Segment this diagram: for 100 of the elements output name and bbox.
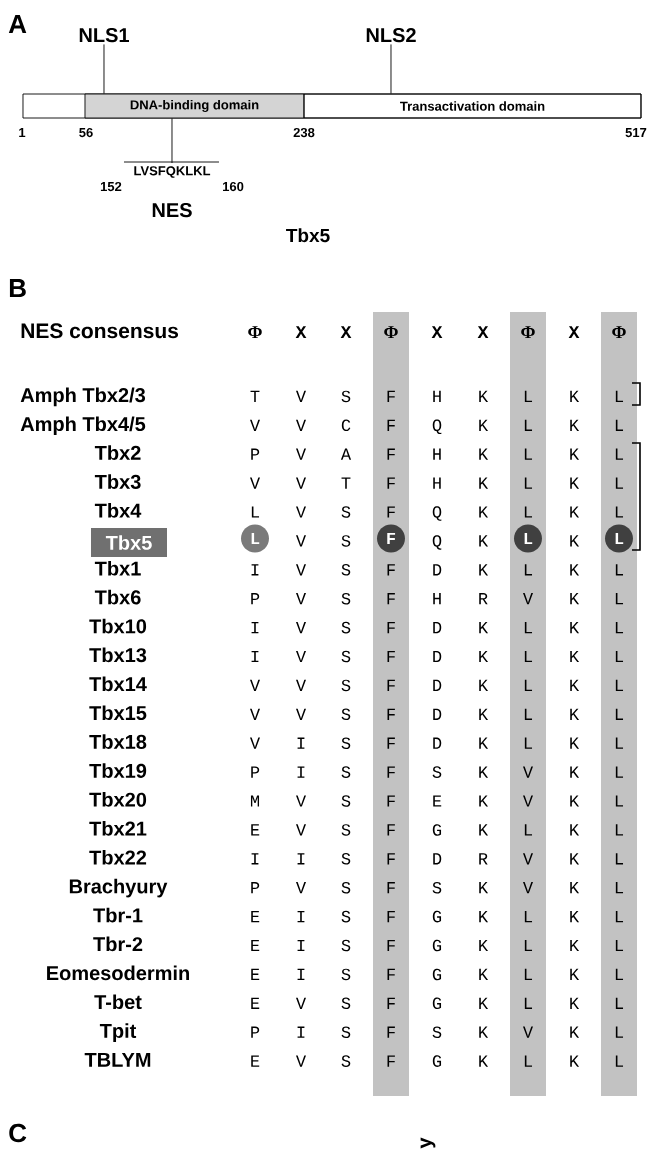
axis-text-fragment: y (420, 1137, 436, 1149)
residue-letter: F (387, 824, 395, 836)
residue-letter: D (433, 679, 442, 691)
residue-letter: S (341, 824, 351, 836)
consensus-symbol: X (340, 326, 352, 338)
row-name: NES consensus (21, 323, 179, 339)
residue-letter: F (387, 477, 395, 489)
residue-letter: K (479, 535, 489, 547)
residue-letter: K (479, 622, 489, 634)
residue-letter: T (341, 477, 351, 489)
site-label: NLS1 (79, 28, 129, 43)
residue-letter: F (387, 737, 395, 749)
residue-letter: L (615, 911, 623, 923)
gene-name: Tbx21 (89, 821, 147, 836)
residue-letter: L (615, 1055, 623, 1067)
gene-name: Tbx14 (89, 676, 147, 692)
residue-letter: V (296, 1055, 306, 1067)
residue-letter: V (296, 622, 306, 634)
residue-letter: L (615, 679, 623, 691)
residue-letter: K (570, 650, 580, 663)
motif-label: LVSFQKLKL (123, 161, 220, 178)
panel-letter: C (9, 1123, 27, 1143)
gene-name: Tbr-2 (93, 936, 143, 952)
residue-letter: I (251, 650, 259, 663)
residue-letter: L (524, 477, 532, 489)
residue-letter: V (296, 535, 306, 547)
position-number: 238 (293, 127, 315, 138)
residue-letter: L (524, 997, 532, 1009)
gene-name: Brachyury (69, 878, 168, 898)
residue-letter: S (341, 997, 351, 1010)
residue-letter: K (570, 1026, 580, 1038)
residue-letter: L (524, 911, 532, 923)
residue-letter: C (341, 419, 351, 432)
residue-letter: I (297, 911, 305, 923)
residue-letter: F (387, 853, 395, 865)
consensus-symbol: Φ (612, 326, 626, 338)
residue-letter: E (251, 939, 260, 952)
residue-letter: L (524, 679, 532, 691)
residue-letter: G (432, 968, 442, 981)
residue-letter: P (251, 1026, 260, 1038)
residue-letter: V (296, 390, 306, 402)
residue-letter: S (341, 390, 351, 403)
residue-letter: F (387, 448, 395, 460)
position-number: 1 (19, 128, 26, 137)
position-number: 517 (625, 128, 647, 138)
leader-line (390, 43, 392, 94)
residue-letter: S (341, 1055, 351, 1067)
gene-name: Amph Tbx2/3 (20, 387, 146, 407)
panel-letter: B (9, 279, 26, 297)
residue-letter: S (341, 1026, 351, 1038)
gene-name: Tbx22 (89, 849, 147, 865)
residue-letter: K (570, 448, 580, 460)
residue-letter: K (570, 737, 580, 749)
residue-letter: L (615, 708, 623, 720)
residue-letter: G (432, 824, 442, 836)
domain-box: DNA-binding domain (84, 93, 305, 119)
residue-letter: R (479, 593, 488, 605)
domain-box: Transactivation domain (303, 93, 642, 119)
leader-line (103, 43, 105, 94)
residue-letter: S (341, 506, 351, 518)
highlight-box: Tbx5 (91, 528, 167, 557)
residue-letter: K (570, 390, 580, 402)
consensus-symbol: X (295, 326, 307, 338)
residue-letter: S (341, 592, 351, 605)
residue-letter: K (570, 564, 580, 576)
residue-letter: I (297, 939, 305, 952)
gene-name: Tbx19 (89, 763, 147, 778)
residue-letter: I (297, 737, 305, 749)
residue-letter: F (387, 390, 395, 402)
protein-name: Tbx5 (286, 228, 330, 243)
residue-letter: I (251, 853, 259, 865)
residue-letter: R (479, 853, 488, 865)
residue-letter: L (524, 824, 532, 836)
residue-letter: K (479, 708, 489, 720)
residue-letter: S (341, 881, 351, 894)
gene-name: T-bet (94, 994, 142, 1010)
residue-letter: V (296, 997, 306, 1009)
residue-letter: I (297, 853, 305, 865)
residue-letter: E (251, 911, 260, 923)
residue-letter: F (387, 1026, 395, 1038)
residue-letter: D (433, 853, 442, 865)
residue-letter: V (250, 419, 260, 431)
residue-letter: V (522, 1026, 533, 1038)
residue-letter: L (524, 390, 532, 402)
residue-letter: L (615, 882, 623, 894)
residue-letter: K (479, 997, 489, 1009)
residue-letter: S (432, 1026, 442, 1038)
residue-letter: V (296, 506, 306, 518)
residue-letter: V (522, 593, 533, 605)
residue-letter: F (387, 911, 395, 923)
gene-name: Tbx3 (94, 474, 141, 489)
residue-letter: S (341, 737, 351, 749)
residue-letter: L (615, 939, 623, 952)
residue-letter: D (433, 737, 442, 749)
residue-letter: F (387, 622, 395, 634)
residue-letter: V (296, 795, 306, 807)
residue-letter: G (432, 939, 442, 952)
residue-letter: V (296, 882, 306, 894)
residue-letter: K (479, 1026, 489, 1038)
residue-letter: L (615, 448, 623, 460)
